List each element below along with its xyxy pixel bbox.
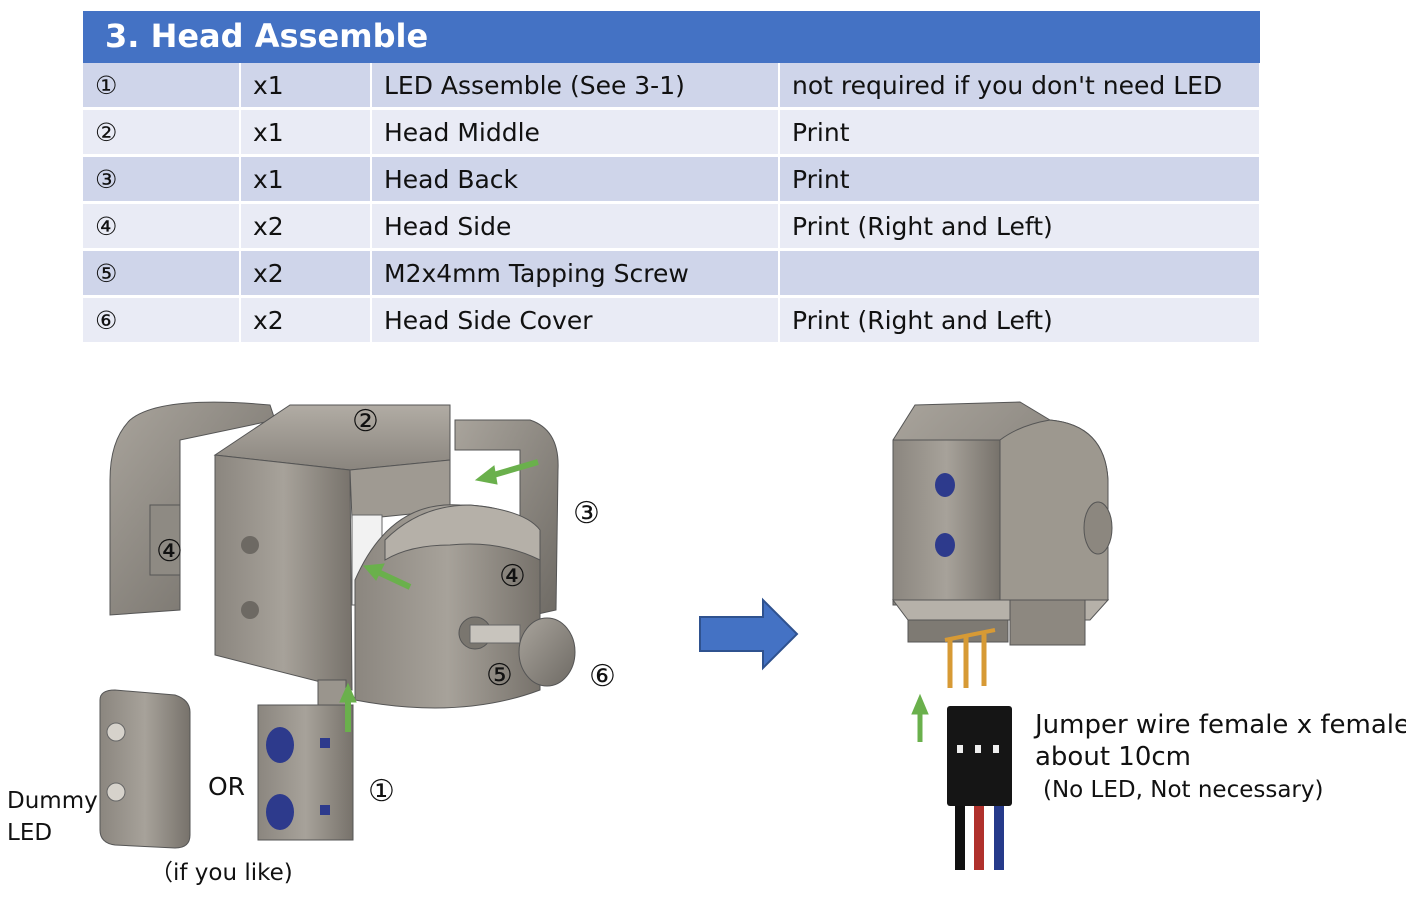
callout-led-assemble: ① <box>368 774 395 809</box>
part-note-cell: Print (Right and Left) <box>779 202 1261 251</box>
part-name-cell: Head Side <box>371 202 780 251</box>
callout-head-middle: ② <box>352 404 379 439</box>
part-name-cell: M2x4mm Tapping Screw <box>371 249 780 298</box>
part-note-cell: Print <box>779 108 1261 157</box>
jumper-wire-label-line2: about 10cm <box>1035 742 1191 772</box>
part-name-cell: Head Middle <box>371 108 780 157</box>
callout-head-side-right: ④ <box>499 559 526 594</box>
callout-screw: ⑤ <box>486 658 513 693</box>
part-id-cell: ④ <box>83 202 241 251</box>
part-id-cell: ⑤ <box>83 249 241 298</box>
part-name-cell: Head Back <box>371 155 780 204</box>
part-qty-cell: x1 <box>240 63 372 110</box>
dummy-led-label-line1: Dummy <box>7 788 98 814</box>
callout-side-cover: ⑥ <box>589 659 616 694</box>
part-note-cell: not required if you don't need LED <box>779 63 1261 110</box>
green-arrow-icon <box>339 682 357 732</box>
part-note-cell <box>779 249 1261 298</box>
if-you-like-label: （if you like) <box>150 860 293 886</box>
part-id-cell: ② <box>83 108 241 157</box>
green-arrow-icon <box>474 459 539 485</box>
part-id-cell: ⑥ <box>83 296 241 345</box>
part-qty-cell: x2 <box>240 202 372 251</box>
green-arrow-icon <box>362 563 412 590</box>
callout-head-back: ③ <box>573 496 600 531</box>
callout-head-side-left: ④ <box>156 534 183 569</box>
jumper-wire-label-line1: Jumper wire female x female <box>1035 710 1406 740</box>
part-id-cell: ① <box>83 63 241 110</box>
section-title: 3. Head Assemble <box>105 17 429 55</box>
part-qty-cell: x2 <box>240 249 372 298</box>
right-arrow-icon <box>699 597 799 671</box>
part-qty-cell: x1 <box>240 108 372 157</box>
or-label: OR <box>208 772 246 801</box>
dummy-led-label-line2: LED <box>7 820 53 846</box>
part-name-cell: Head Side Cover <box>371 296 780 345</box>
green-arrow-icon <box>911 693 929 742</box>
part-qty-cell: x2 <box>240 296 372 345</box>
section-title-bar: 3. Head Assemble <box>83 11 1260 63</box>
part-id-cell: ③ <box>83 155 241 204</box>
assembled-head <box>892 401 1113 870</box>
part-note-cell: Print <box>779 155 1261 204</box>
jumper-wire-note: (No LED, Not necessary) <box>1043 777 1324 803</box>
part-qty-cell: x1 <box>240 155 372 204</box>
exploded-head-assembly <box>99 401 576 849</box>
part-note-cell: Print (Right and Left) <box>779 296 1261 345</box>
part-name-cell: LED Assemble (See 3-1) <box>371 63 780 110</box>
